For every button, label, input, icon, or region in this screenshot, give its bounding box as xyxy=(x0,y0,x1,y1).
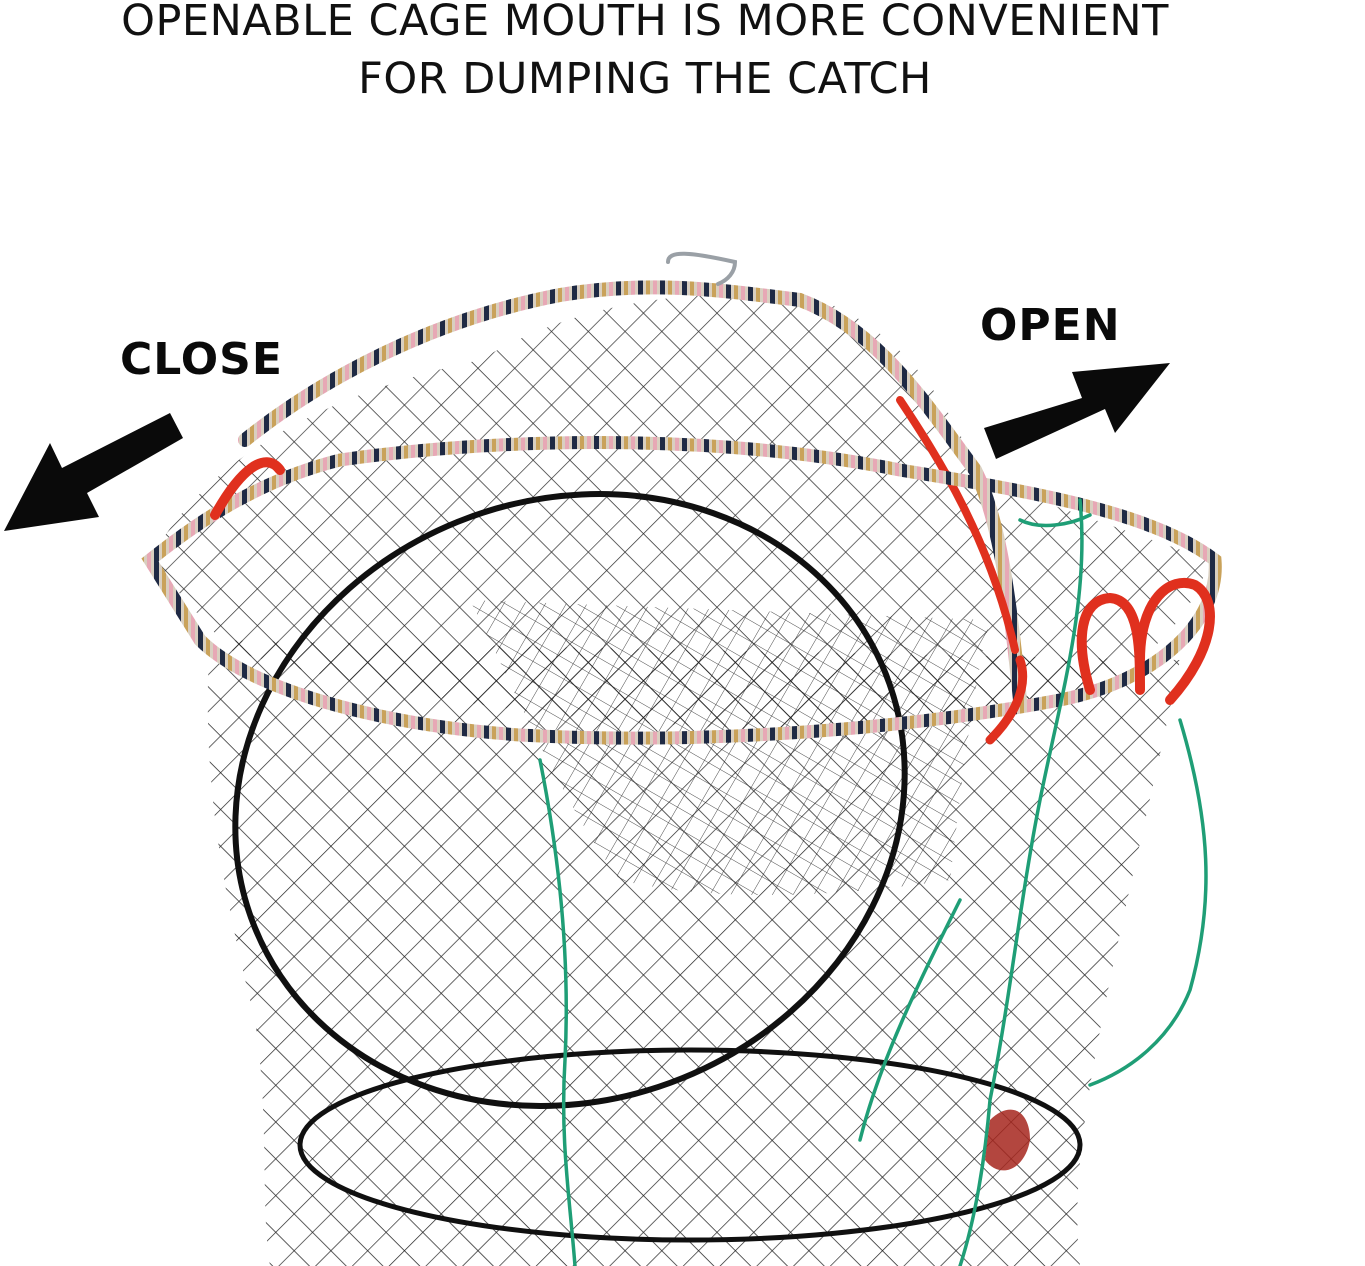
open-label: OPEN xyxy=(980,300,1121,351)
support-rings xyxy=(232,491,1083,1243)
headline-line-1: OPENABLE CAGE MOUTH IS MORE CONVENIENT xyxy=(121,0,1169,46)
cage-mouth-frame xyxy=(141,251,1222,745)
open-arrow-icon xyxy=(984,363,1170,459)
red-tag xyxy=(985,1109,1030,1171)
close-arrow-icon xyxy=(4,413,183,531)
close-label: CLOSE xyxy=(120,334,283,385)
green-ropes xyxy=(538,498,1208,1266)
headline: OPENABLE CAGE MOUTH IS MORE CONVENIENT F… xyxy=(0,0,1290,108)
net-body xyxy=(150,294,1210,1266)
headline-line-2: FOR DUMPING THE CATCH xyxy=(358,54,932,104)
